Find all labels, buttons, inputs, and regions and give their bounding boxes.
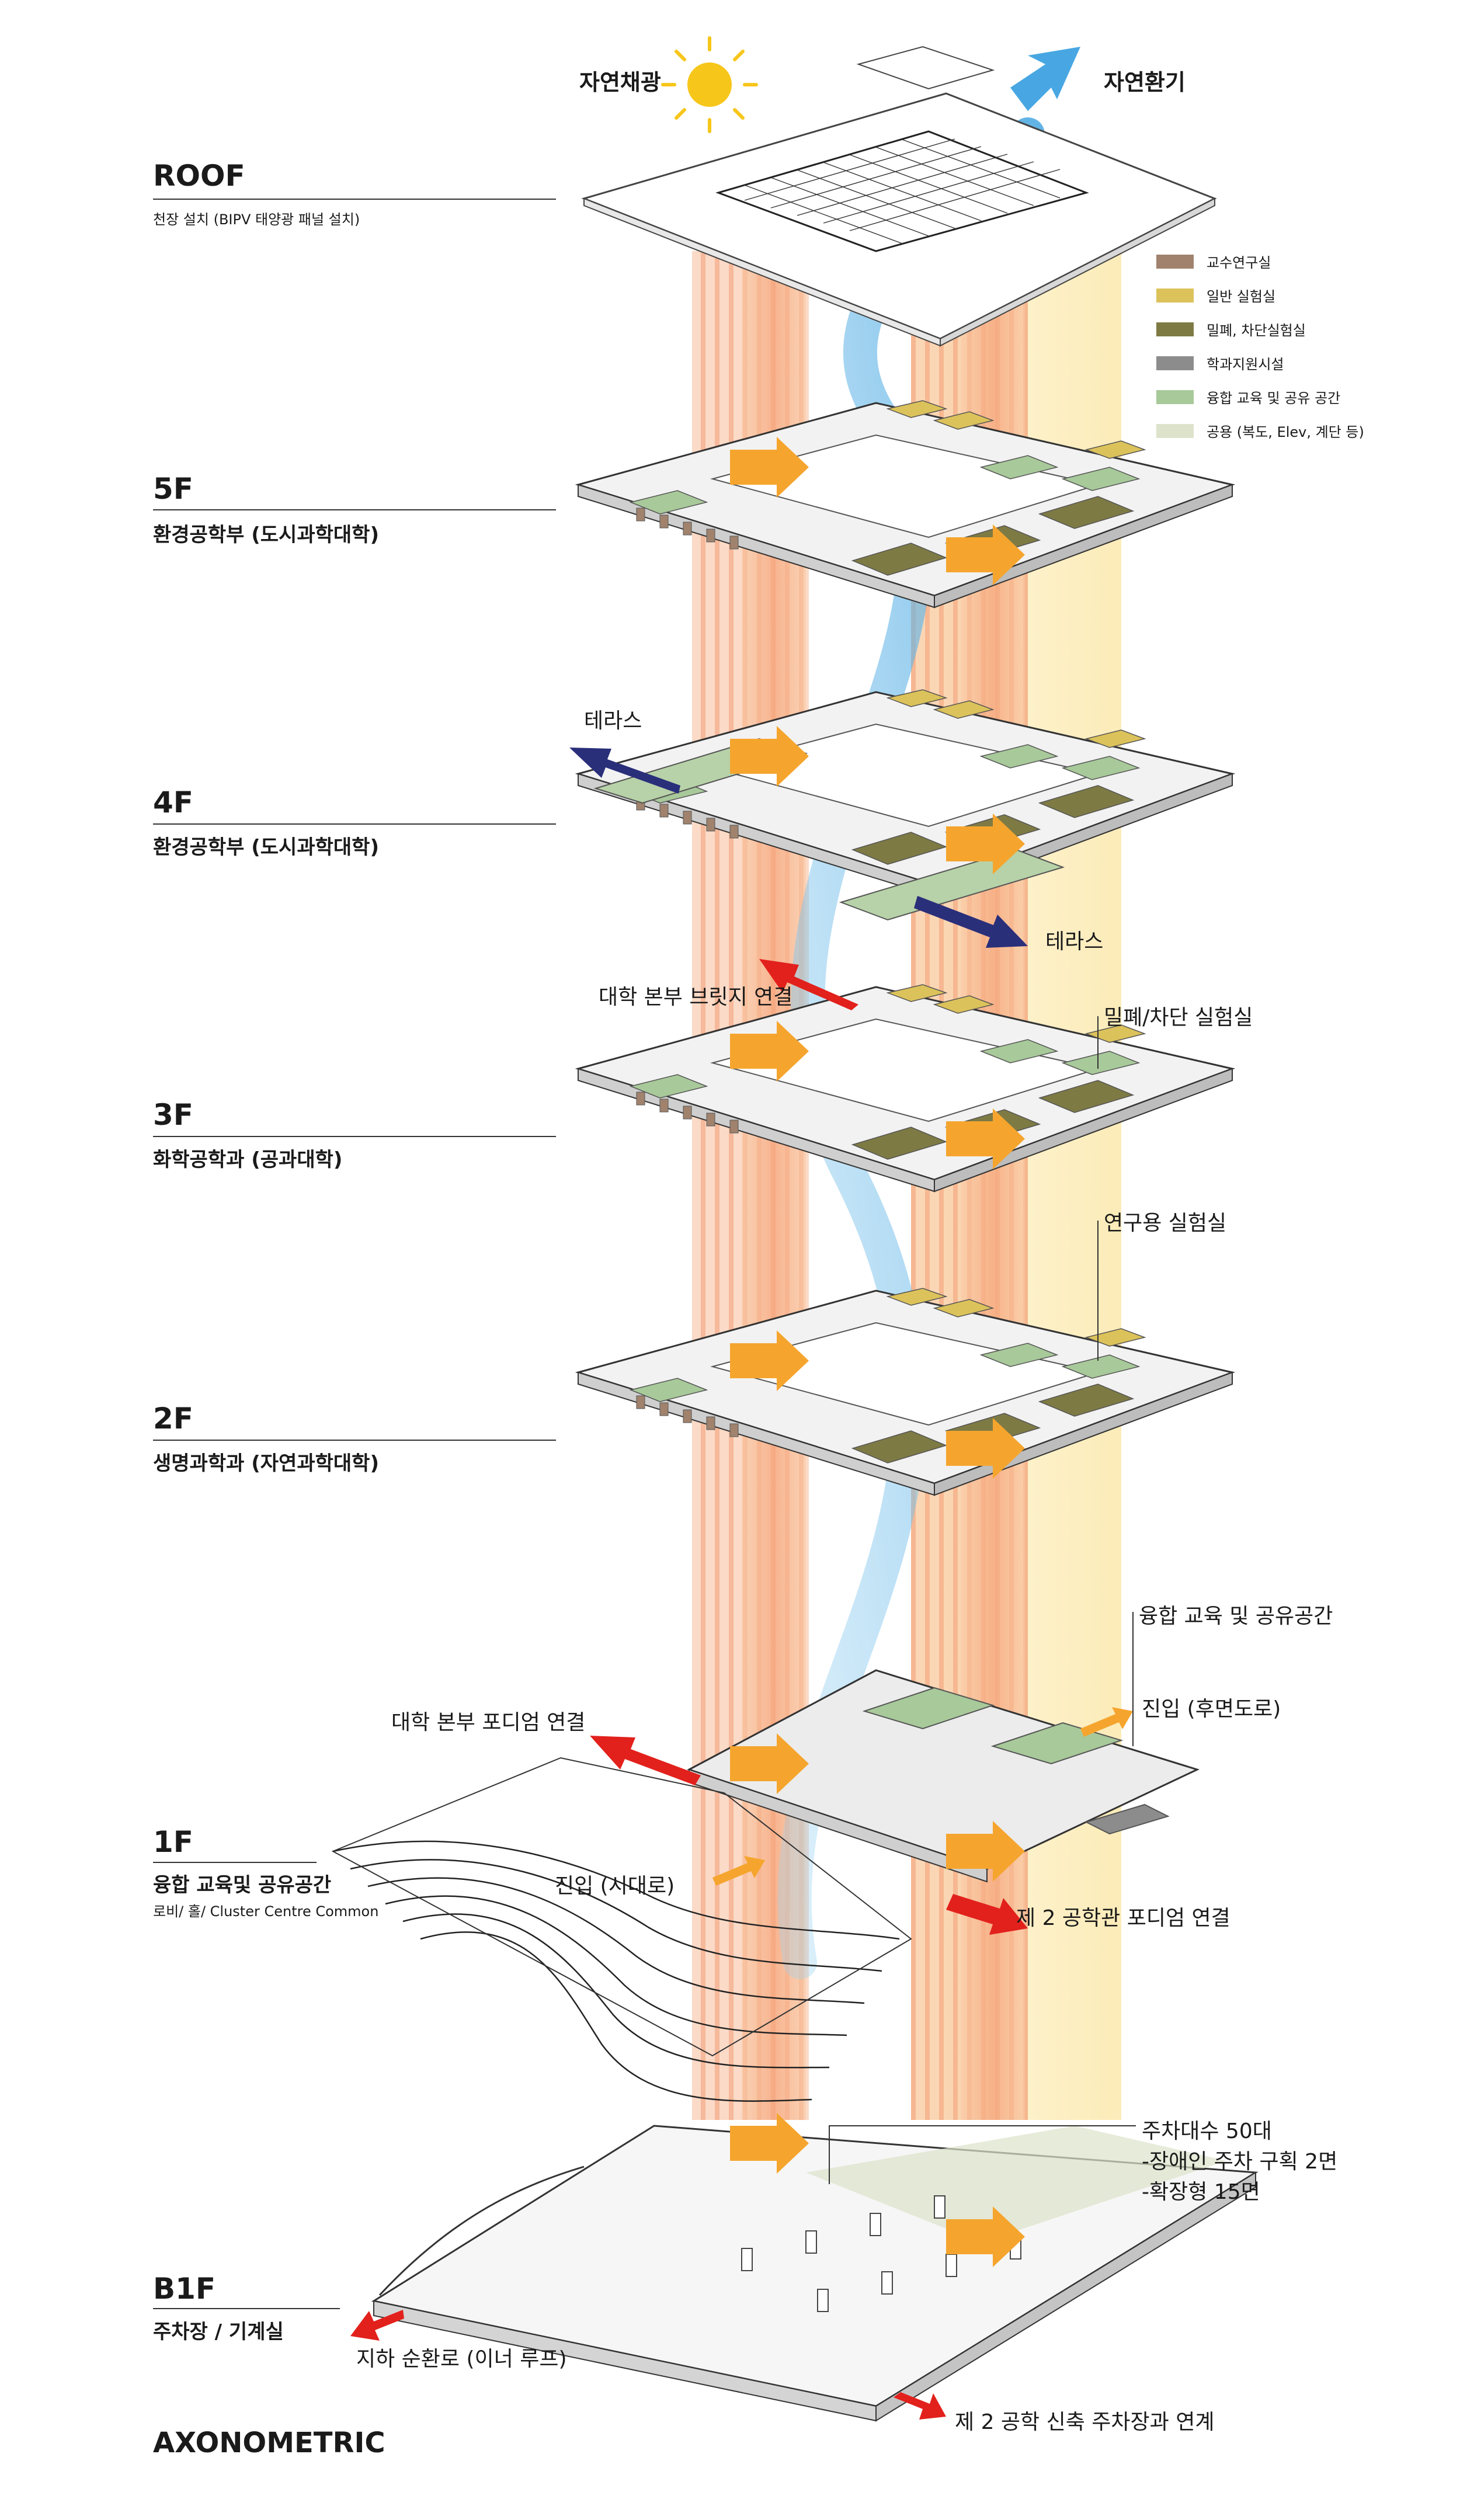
legend-swatch [1156,288,1194,303]
floor-label-3f: 3F [153,1098,193,1132]
callout-parking-count: 주차대수 50대 [1142,2119,1272,2143]
ventilation-stream [777,117,1045,1979]
landscape-contours [332,1840,900,2102]
ventilation-label: 자연환기 [1104,69,1186,95]
floor-rule [153,823,556,825]
floor-5f-plate [575,400,1236,609]
daylight-label: 자연채광 [579,69,661,95]
callout-entry-city: 진입 (시대로) [555,1874,675,1898]
legend-label: 교수연구실 [1207,255,1271,271]
callout-parking-disabled: -장애인 주차 구획 2면 [1142,2150,1338,2174]
legend-swatch [1156,423,1194,438]
callout-podium-eng2: 제 2 공학관 포디엄 연결 [1016,1906,1230,1930]
callout-podium-hq: 대학 본부 포디엄 연결 [391,1711,586,1735]
floor-label-4f: 4F [153,785,193,819]
callout-research-lab: 연구용 실험실 [1104,1211,1227,1235]
sun-icon [661,36,758,133]
floor-desc-1f: 융합 교육및 공유공간 [153,1874,332,1897]
floor-2f-plate [577,1287,1233,1496]
legend-item-shared-space: 융합 교육 및 공유 공간 [1156,387,1340,407]
callout-terrace-right: 테라스 [1045,930,1104,954]
floor-rule [153,509,556,510]
legend-item-sealed-lab: 밀폐, 차단실험실 [1156,319,1306,339]
leader-lines [829,1016,1136,2184]
callout-terrace-left: 테라스 [584,709,642,733]
legend-label: 일반 실험실 [1207,289,1276,305]
floor-desc-b1f: 주차장 / 기계실 [153,2320,284,2344]
floor-rule [153,1862,317,1863]
floor-desc-2f: 생명과학과 (자연과학대학) [153,1452,379,1475]
floor-1f-plate [331,1669,1200,2102]
legend-label: 학과지원시설 [1207,356,1284,373]
floor-note-1f: 로비/ 홀/ Cluster Centre Common [153,1903,379,1920]
floor-label-roof: ROOF [153,159,245,193]
legend-label: 융합 교육 및 공유 공간 [1207,390,1341,406]
legend-swatch [1156,322,1194,336]
callout-loop: 지하 순환로 (이너 루프) [356,2347,567,2371]
legend-item-general-lab: 일반 실험실 [1156,285,1275,305]
callout-parking-link: 제 2 공학 신축 주차장과 연계 [955,2410,1215,2434]
red-arrows [350,959,1028,2420]
legend-item-dept-support: 학과지원시설 [1156,353,1284,373]
legend-swatch [1156,356,1194,370]
legend-swatch [1156,254,1194,269]
floor-label-5f: 5F [153,472,193,506]
callout-parking-ext: -확장형 15면 [1142,2180,1260,2204]
core-arrows [712,437,1133,2267]
floor-rule [153,199,556,200]
legend-label: 공용 (복도, Elev, 계단 등) [1207,424,1364,440]
floor-desc-3f: 화학공학과 (공과대학) [153,1148,343,1172]
floor-label-1f: 1F [153,1825,193,1859]
roof-slab [581,46,1217,347]
ventilation-arrow-icon [1010,47,1080,111]
bipv-panel-grid [744,138,1061,244]
callout-bridge: 대학 본부 브릿지 연결 [599,985,793,1009]
floor-desc-5f: 환경공학부 (도시과학대학) [153,523,379,547]
floor-label-b1f: B1F [153,2272,216,2306]
floor-rule [153,1136,556,1137]
axonometric-title: AXONOMETRIC [153,2427,385,2459]
floor-rule [153,2308,340,2309]
callout-shared-space: 융합 교육 및 공유공간 [1139,1604,1333,1628]
legend-swatch [1156,390,1194,404]
floor-desc-4f: 환경공학부 (도시과학대학) [153,836,379,859]
callout-sealed-lab: 밀폐/차단 실험실 [1104,1006,1253,1030]
floor-desc-roof: 천장 설치 (BIPV 태양광 패널 설치) [153,211,360,228]
floor-b1f-plate [371,2125,1259,2422]
floor-rule [153,1440,556,1441]
legend-item-common-area: 공용 (복도, Elev, 계단 등) [1156,420,1364,441]
legend-label: 밀폐, 차단실험실 [1207,322,1306,339]
floor-label-2f: 2F [153,1402,193,1435]
terrace-arrows [569,748,1028,948]
terrace-right-4f [839,849,1065,921]
legend-item-professor-office: 교수연구실 [1156,251,1271,272]
callout-entry-rear: 진입 (후면도로) [1142,1697,1281,1721]
